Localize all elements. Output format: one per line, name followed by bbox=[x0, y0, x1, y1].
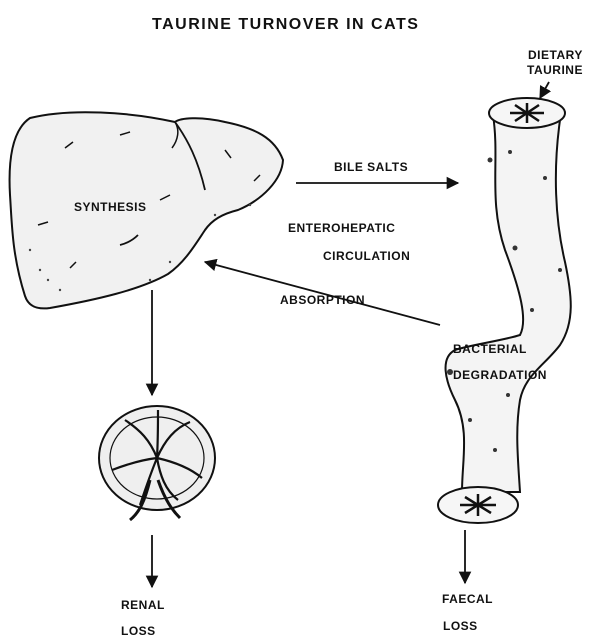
diagram-title: TAURINE TURNOVER IN CATS bbox=[152, 16, 419, 34]
label-taurine: TAURINE bbox=[527, 63, 583, 77]
label-circulation: CIRCULATION bbox=[323, 249, 410, 263]
label-dietary: DIETARY bbox=[528, 48, 583, 62]
dietary-arrow bbox=[540, 82, 549, 98]
label-renal: RENAL bbox=[121, 598, 165, 612]
label-enterohepatic: ENTEROHEPATIC bbox=[288, 221, 395, 235]
label-bile-salts: BILE SALTS bbox=[334, 160, 408, 174]
label-degradation: DEGRADATION bbox=[453, 368, 547, 382]
label-faecal: FAECAL bbox=[442, 592, 493, 606]
label-bacterial: BACTERIAL bbox=[453, 342, 527, 356]
label-synthesis: SYNTHESIS bbox=[74, 200, 147, 214]
label-absorption: ABSORPTION bbox=[280, 293, 365, 307]
label-faecal-loss: LOSS bbox=[443, 619, 478, 633]
kidney-icon bbox=[99, 406, 215, 520]
label-renal-loss: LOSS bbox=[121, 624, 156, 638]
intestine-icon bbox=[438, 98, 571, 523]
